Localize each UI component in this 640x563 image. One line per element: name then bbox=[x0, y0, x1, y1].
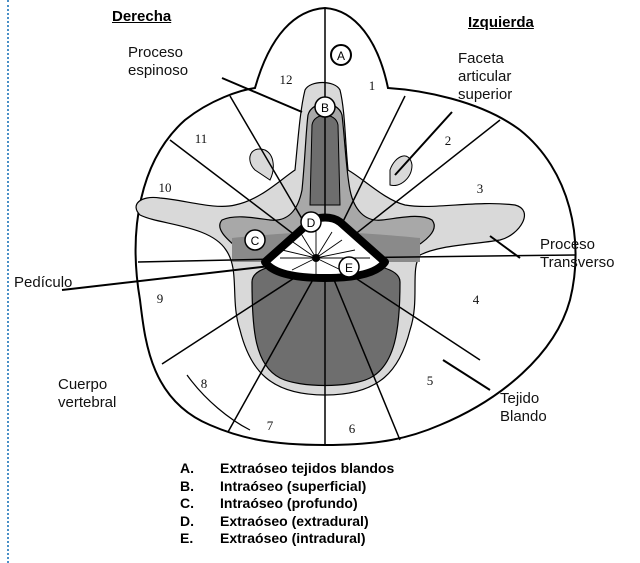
legend-letter: A. bbox=[180, 460, 220, 478]
label-body-line1: Cuerpo bbox=[58, 376, 116, 394]
label-facet-line2: articular bbox=[458, 68, 512, 86]
zone-marker-c: C bbox=[245, 230, 265, 250]
legend-letter: E. bbox=[180, 530, 220, 548]
heading-left-side: Izquierda bbox=[468, 14, 534, 31]
sector-number-3: 3 bbox=[477, 181, 484, 196]
label-spinous-line1: Proceso bbox=[128, 44, 188, 62]
zone-letter-e: E bbox=[345, 261, 353, 275]
zone-marker-a: A bbox=[331, 45, 351, 65]
label-transverse-line2: Transverso bbox=[540, 254, 614, 272]
legend-text: Extraóseo (intradural) bbox=[220, 530, 365, 548]
legend-text: Extraóseo tejidos blandos bbox=[220, 460, 394, 478]
label-soft-line2: Blando bbox=[500, 408, 547, 426]
zone-letter-a: A bbox=[337, 49, 345, 63]
heading-right-side: Derecha bbox=[112, 8, 171, 25]
legend-row: C. Intraóseo (profundo) bbox=[180, 495, 394, 513]
sector-number-11: 11 bbox=[195, 131, 208, 146]
sector-number-7: 7 bbox=[267, 418, 274, 433]
label-pedicle: Pedículo bbox=[14, 274, 72, 292]
label-soft-tissue: Tejido Blando bbox=[500, 390, 547, 426]
label-soft-line1: Tejido bbox=[500, 390, 547, 408]
label-superior-facet: Faceta articular superior bbox=[458, 50, 512, 104]
sector-number-6: 6 bbox=[349, 421, 356, 436]
zone-letter-b: B bbox=[321, 101, 329, 115]
label-transverse-line1: Proceso bbox=[540, 236, 614, 254]
label-facet-line3: superior bbox=[458, 86, 512, 104]
legend-row: E. Extraóseo (intradural) bbox=[180, 530, 394, 548]
legend-text: Intraóseo (profundo) bbox=[220, 495, 358, 513]
legend-letter: B. bbox=[180, 478, 220, 496]
legend-letter: C. bbox=[180, 495, 220, 513]
label-vertebral-body: Cuerpo vertebral bbox=[58, 376, 116, 412]
legend-text: Intraóseo (superficial) bbox=[220, 478, 366, 496]
label-body-line2: vertebral bbox=[58, 394, 116, 412]
zone-marker-d: D bbox=[301, 212, 321, 232]
legend-text: Extraóseo (extradural) bbox=[220, 513, 369, 531]
legend-row: A. Extraóseo tejidos blandos bbox=[180, 460, 394, 478]
zone-legend: A. Extraóseo tejidos blandos B. Intraóse… bbox=[180, 460, 394, 548]
canal-center bbox=[312, 254, 320, 262]
legend-letter: D. bbox=[180, 513, 220, 531]
zone-letter-c: C bbox=[251, 234, 260, 248]
sector-number-12: 12 bbox=[280, 72, 293, 87]
label-facet-line1: Faceta bbox=[458, 50, 512, 68]
legend-row: D. Extraóseo (extradural) bbox=[180, 513, 394, 531]
label-transverse-process: Proceso Transverso bbox=[540, 236, 614, 272]
sector-number-10: 10 bbox=[159, 180, 172, 195]
sector-number-1: 1 bbox=[369, 78, 376, 93]
sector-number-2: 2 bbox=[445, 133, 452, 148]
label-spinous-line2: espinoso bbox=[128, 62, 188, 80]
zone-marker-b: B bbox=[315, 97, 335, 117]
zone-marker-e: E bbox=[339, 257, 359, 277]
sector-number-5: 5 bbox=[427, 373, 434, 388]
zone-letter-d: D bbox=[307, 216, 316, 230]
sector-number-4: 4 bbox=[473, 292, 480, 307]
sector-number-8: 8 bbox=[201, 376, 208, 391]
label-spinous-process: Proceso espinoso bbox=[128, 44, 188, 80]
sector-number-9: 9 bbox=[157, 291, 164, 306]
legend-row: B. Intraóseo (superficial) bbox=[180, 478, 394, 496]
